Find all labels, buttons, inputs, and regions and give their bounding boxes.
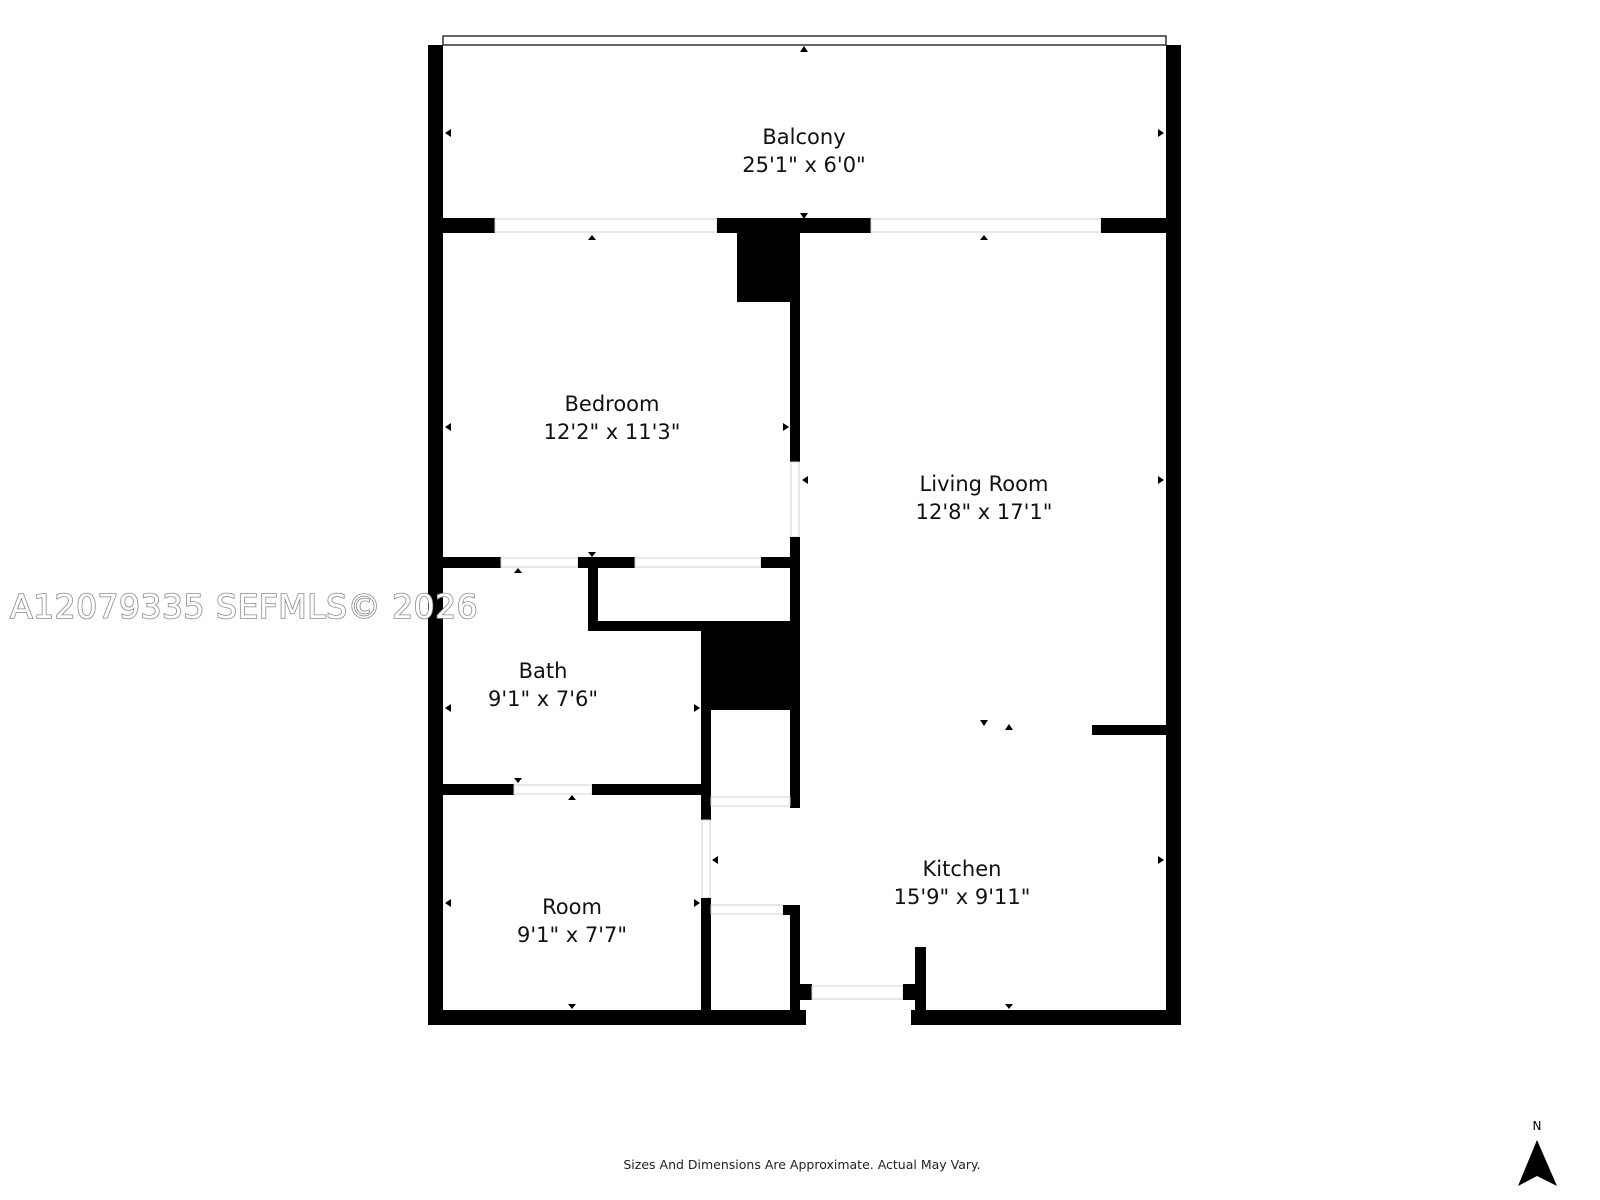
mls-watermark: A12079335 SEFMLS© 2026 — [10, 587, 478, 626]
tick — [588, 235, 596, 240]
wall-west — [428, 45, 443, 1022]
wall-closet-left — [588, 568, 598, 630]
door-entry — [811, 985, 904, 1000]
balcony-dimensions: 25'1" x 6'0" — [742, 153, 865, 177]
tick — [445, 423, 451, 431]
wall-room-east — [701, 898, 711, 1010]
bath-name: Bath — [519, 659, 568, 683]
tick — [694, 899, 700, 907]
bedroom-dimensions: 12'2" x 11'3" — [544, 420, 681, 444]
kitchen-dimensions: 15'9" x 9'11" — [894, 885, 1031, 909]
tick — [1158, 856, 1164, 864]
wall-east — [1166, 45, 1181, 1022]
door-bedroom-living — [790, 461, 800, 538]
tick — [800, 213, 808, 219]
wall-bath-room-2 — [592, 784, 711, 795]
tick — [568, 1004, 576, 1009]
window-bedroom — [494, 218, 718, 233]
bedroom-name: Bedroom — [565, 392, 660, 416]
wall-bath-room-1 — [443, 784, 514, 795]
tick — [800, 46, 808, 52]
balcony-rail — [442, 35, 1167, 46]
compass-label: N — [1533, 1119, 1542, 1133]
room-name: Room — [542, 895, 602, 919]
tick — [1158, 476, 1164, 484]
wall-south-right — [911, 1010, 1181, 1025]
bath-dimensions: 9'1" x 7'6" — [488, 687, 598, 711]
wall-balcony-2 — [717, 218, 871, 233]
tick — [980, 720, 988, 726]
wall-bedroom-bath-2 — [578, 557, 635, 568]
closet-opening-entry — [710, 904, 784, 915]
wall-bedroom-bath-1 — [443, 557, 501, 568]
tick — [445, 129, 451, 137]
room-labels: Balcony 25'1" x 6'0" Bedroom 12'2" x 11'… — [488, 125, 1052, 947]
wall-bedroom-bath-3 — [761, 557, 790, 568]
walls — [428, 35, 1181, 1025]
wall-kitchen-stub — [915, 947, 926, 1010]
door-bath-room — [513, 784, 593, 795]
tick — [802, 476, 808, 484]
tick — [980, 235, 988, 240]
dimension-ticks — [445, 46, 1164, 1009]
tick — [445, 704, 451, 712]
closet-block-bedroom — [737, 232, 790, 302]
door-bedroom-bath — [500, 557, 579, 568]
door-room-hall — [701, 819, 711, 899]
kitchen-name: Kitchen — [923, 857, 1002, 881]
closet-opening-hall — [710, 796, 791, 807]
wall-bath-hall — [701, 710, 711, 820]
closet-opening — [634, 557, 762, 568]
wall-entry-closet-right — [790, 905, 800, 1010]
room-dimensions: 9'1" x 7'7" — [517, 923, 627, 947]
window-living — [870, 218, 1102, 233]
wall-bedroom-living-lower — [790, 537, 800, 808]
wall-balcony-3 — [1101, 218, 1166, 233]
balcony-name: Balcony — [762, 125, 845, 149]
living-room-name: Living Room — [920, 472, 1049, 496]
wall-entry-right — [903, 984, 915, 1000]
wall-bedroom-living-upper — [790, 232, 800, 462]
tick — [1005, 724, 1013, 730]
wall-south-left — [428, 1010, 806, 1025]
wall-balcony-1 — [443, 218, 495, 233]
tick — [588, 552, 596, 557]
tick — [445, 899, 451, 907]
tick — [514, 778, 522, 783]
tick — [514, 568, 522, 573]
disclaimer: Sizes And Dimensions Are Approximate. Ac… — [623, 1157, 980, 1172]
north-arrow-icon: N — [1518, 1119, 1557, 1186]
wall-closet-bottom — [588, 621, 790, 631]
wall-entry-left — [800, 984, 812, 1000]
living-room-dimensions: 12'8" x 17'1" — [916, 500, 1053, 524]
tick — [712, 856, 718, 864]
tick — [1005, 1004, 1013, 1009]
north-arrow-shape — [1518, 1140, 1557, 1186]
tick — [694, 704, 700, 712]
tick — [1158, 129, 1164, 137]
closet-block-bath — [701, 631, 790, 710]
tick — [568, 795, 576, 800]
tick — [783, 423, 789, 431]
wall-living-kitchen — [1092, 725, 1166, 735]
